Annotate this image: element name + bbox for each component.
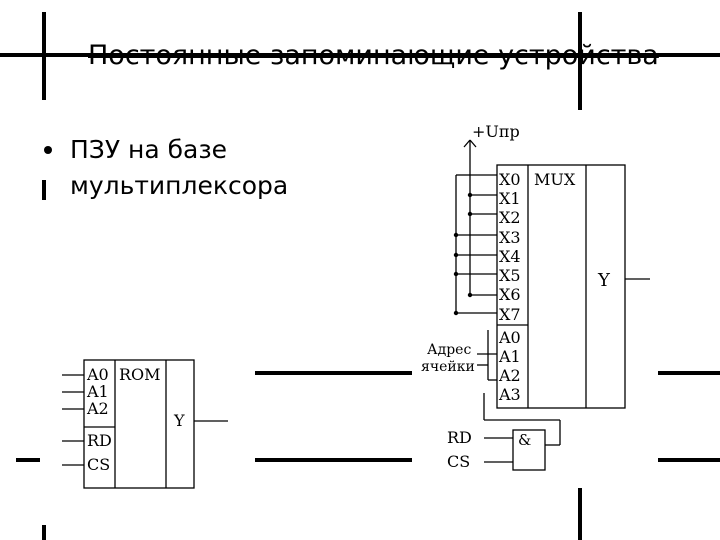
- rom-label: ROM: [119, 365, 161, 384]
- mux-x4-label: X4: [499, 247, 521, 266]
- mux-x0-label: X0: [499, 170, 521, 189]
- mux-a0-label: A0: [498, 328, 521, 347]
- mux-a2-label: A2: [498, 366, 521, 385]
- bullet-dot: [44, 146, 52, 154]
- mux-x3-label: X3: [499, 228, 521, 247]
- supply-voltage-label: +Uпр: [472, 122, 520, 141]
- rom-cs-label: CS: [87, 455, 110, 474]
- rom-a1-label: A1: [86, 382, 109, 401]
- rom-block: [62, 359, 228, 489]
- mux-x7-label: X7: [499, 305, 521, 324]
- address-caption-line-1: Адрес: [427, 342, 471, 358]
- mux-cs-label: CS: [447, 452, 470, 471]
- mux-a3-label: A3: [498, 385, 521, 404]
- bullet-text: ПЗУ на базе мультиплексора: [70, 132, 288, 204]
- mux-label: MUX: [534, 170, 576, 189]
- mux-block: [455, 139, 650, 471]
- mux-a1-label: A1: [498, 347, 521, 366]
- mux-rd-label: RD: [447, 428, 472, 447]
- mux-x2-label: X2: [499, 208, 521, 227]
- rom-rd-label: RD: [87, 431, 112, 450]
- mux-x1-label: X1: [499, 189, 521, 208]
- and-gate-label: &: [518, 431, 531, 449]
- rom-a2-label: A2: [86, 399, 109, 418]
- mux-x5-label: X5: [499, 266, 521, 285]
- address-caption-line-2: ячейки: [421, 359, 475, 375]
- bullet-line-1: ПЗУ на базе: [70, 135, 228, 164]
- rom-output-label: Y: [173, 411, 185, 430]
- bullet-line-2: мультиплексора: [70, 171, 289, 200]
- rom-a0-label: A0: [86, 365, 109, 384]
- mux-output-label: Y: [597, 270, 611, 291]
- junction-dots: [453, 192, 473, 316]
- mux-x6-label: X6: [499, 285, 521, 304]
- slide-frame-lines: [0, 12, 720, 540]
